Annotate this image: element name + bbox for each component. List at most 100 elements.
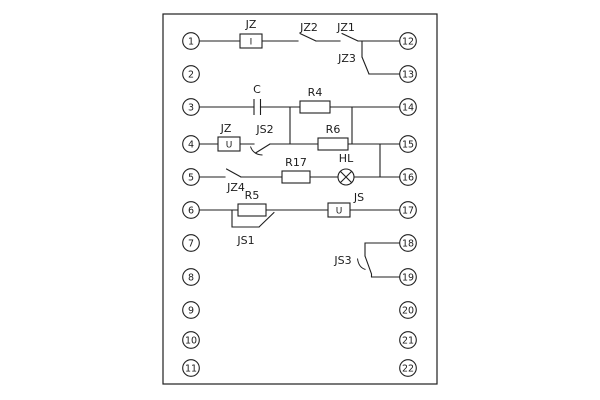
js3-contact-label: JS3 <box>333 254 351 267</box>
terminal-11-circle <box>182 359 200 377</box>
terminal-9-circle <box>182 301 200 319</box>
jz4-contact-blade <box>225 168 242 178</box>
terminal-14-circle <box>399 98 417 116</box>
jz-coil-top-body <box>239 33 263 49</box>
hl-lamp: HL <box>337 152 355 186</box>
jz3-contact-blade <box>361 56 370 75</box>
jz4-contact-label: JZ4 <box>226 181 245 194</box>
terminal-17: 17 <box>399 201 417 219</box>
r5-body <box>237 203 267 217</box>
terminal-13-number: 13 <box>402 69 414 80</box>
jz2-contact: JZ2 <box>299 21 318 42</box>
terminal-17-number: 17 <box>402 205 414 216</box>
terminal-7-number: 7 <box>188 238 194 249</box>
terminal-11-number: 11 <box>185 363 197 374</box>
terminal-18: 18 <box>399 234 417 252</box>
terminal-17-circle <box>399 201 417 219</box>
circuit-diagram: JZ I JZ2 JZ1 JZ3 C R4 <box>162 13 438 385</box>
jz-coil-top-label: JZ <box>245 18 257 31</box>
terminal-19-number: 19 <box>402 272 414 283</box>
terminal-9-number: 9 <box>188 305 194 316</box>
js3-contact-delay-arc <box>357 258 366 270</box>
terminal-6: 6 <box>182 201 200 219</box>
terminal-7: 7 <box>182 234 200 252</box>
jz-coil-mid-label: JZ <box>220 122 232 135</box>
jz-coil-top: JZ I <box>239 18 263 49</box>
terminal-3-number: 3 <box>188 102 194 113</box>
terminal-13: 13 <box>399 65 417 83</box>
terminal-21-number: 21 <box>402 335 414 346</box>
connection-wires <box>198 40 401 278</box>
js1-contact: JS1 <box>236 211 275 247</box>
js3-contact: JS3 <box>333 254 373 278</box>
jz-coil-mid-symbol: U <box>226 141 233 151</box>
terminal-15-number: 15 <box>402 139 414 150</box>
terminal-1-number: 1 <box>188 36 194 47</box>
terminal-6-number: 6 <box>188 205 194 216</box>
terminal-12-number: 12 <box>402 36 414 47</box>
js1-contact-label: JS1 <box>236 234 254 247</box>
jz-coil-mid: JZ U <box>217 122 241 152</box>
js-coil: JS U <box>327 191 364 218</box>
terminal-3: 3 <box>182 98 200 116</box>
terminal-4-circle <box>182 135 200 153</box>
resistor-r5: R5 <box>237 189 267 217</box>
r5-label: R5 <box>245 189 260 202</box>
capacitor-c: C <box>253 83 261 116</box>
js-coil-label: JS <box>353 191 364 204</box>
js2-contact-delay-arc <box>250 146 263 156</box>
resistor-r17: R17 <box>281 156 311 184</box>
terminal-10: 10 <box>182 331 200 349</box>
hl-lamp-label: HL <box>339 152 354 165</box>
terminal-20: 20 <box>399 301 417 319</box>
jz-coil-mid-body <box>217 136 241 152</box>
terminal-16-number: 16 <box>402 172 414 183</box>
terminal-8-circle <box>182 268 200 286</box>
terminal-12-circle <box>399 32 417 50</box>
terminal-18-number: 18 <box>402 238 414 249</box>
terminal-16: 16 <box>399 168 417 186</box>
terminal-1: 1 <box>182 32 200 50</box>
terminal-6-circle <box>182 201 200 219</box>
jz1-contact-blade <box>341 32 359 42</box>
js-coil-symbol: U <box>336 207 343 217</box>
terminal-15-circle <box>399 135 417 153</box>
terminal-13-circle <box>399 65 417 83</box>
terminal-1-circle <box>182 32 200 50</box>
js-coil-body <box>327 202 351 218</box>
r17-label: R17 <box>285 156 307 169</box>
resistor-r4: R4 <box>299 86 331 114</box>
terminal-2-number: 2 <box>188 69 194 80</box>
terminal-22-number: 22 <box>402 363 414 374</box>
jz2-contact-blade <box>299 32 317 42</box>
terminal-16-circle <box>399 168 417 186</box>
r4-body <box>299 100 331 114</box>
terminal-4-number: 4 <box>188 139 194 150</box>
terminal-14: 14 <box>399 98 417 116</box>
terminal-19: 19 <box>399 268 417 286</box>
js2-contact-label: JS2 <box>255 123 273 136</box>
resistor-r6: R6 <box>317 123 349 151</box>
js1-contact-blade <box>258 211 275 228</box>
jz3-contact: JZ3 <box>337 52 370 75</box>
js3-contact-blade <box>364 255 373 278</box>
jz2-contact-label: JZ2 <box>299 21 318 34</box>
terminal-7-circle <box>182 234 200 252</box>
terminal-11: 11 <box>182 359 200 377</box>
r17-body <box>281 170 311 184</box>
terminal-20-number: 20 <box>402 305 414 316</box>
r6-body <box>317 137 349 151</box>
hl-lamp-cross <box>339 170 353 184</box>
terminal-18-circle <box>399 234 417 252</box>
terminal-22: 22 <box>399 359 417 377</box>
terminal-3-circle <box>182 98 200 116</box>
diagram-frame <box>162 13 438 385</box>
terminal-15: 15 <box>399 135 417 153</box>
r6-label: R6 <box>326 123 341 136</box>
terminal-20-circle <box>399 301 417 319</box>
jz4-contact: JZ4 <box>225 168 245 194</box>
jz3-contact-label: JZ3 <box>337 52 356 65</box>
js2-contact: JS2 <box>250 123 274 156</box>
